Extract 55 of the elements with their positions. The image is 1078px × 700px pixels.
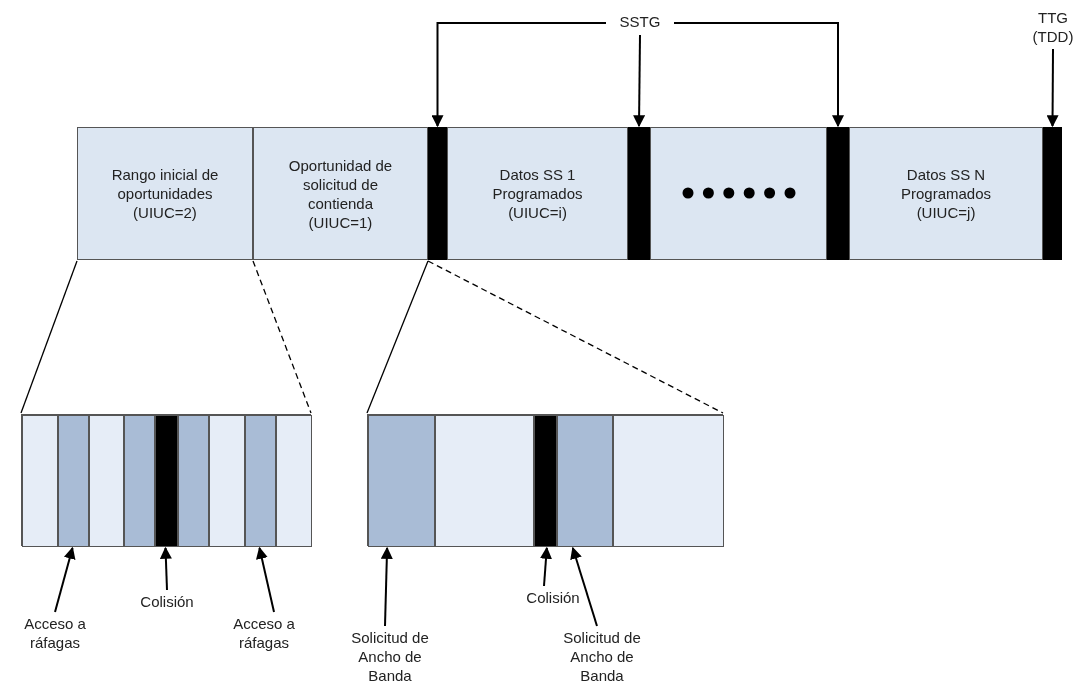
zoom-line	[20, 260, 78, 414]
slot	[557, 415, 613, 547]
label-text: Colisión	[139, 592, 195, 611]
arrow	[540, 546, 552, 587]
frame-segment	[849, 127, 1043, 260]
arrow	[1046, 48, 1059, 128]
arrow	[633, 34, 646, 128]
segment-label: (UIUC=2)	[133, 203, 197, 222]
frame-segment	[253, 127, 428, 260]
guard-bar	[1043, 127, 1062, 260]
segment-label: Datos SS 1 Programados	[491, 165, 584, 203]
label-text: Acceso a ráfagas	[23, 614, 87, 652]
segment-label: (UIUC=i)	[508, 203, 567, 222]
arrow	[159, 546, 172, 591]
label-text: Colisión	[525, 588, 581, 607]
segment-label: Datos SS N Programados	[899, 165, 992, 203]
frame-segment	[650, 127, 827, 260]
label-text: SSTG	[618, 12, 662, 31]
slot	[276, 415, 312, 547]
segment-label: (UIUC=j)	[916, 203, 976, 222]
slot	[58, 415, 89, 547]
subframe-strip	[367, 414, 723, 546]
slot	[22, 415, 58, 547]
frame-segment	[447, 127, 628, 260]
label-text: Acceso a ráfagas	[232, 614, 296, 652]
label-text: Solicitud de Ancho de Banda	[350, 628, 430, 685]
slot	[534, 415, 557, 547]
zoom-line	[366, 260, 429, 414]
slot	[209, 415, 245, 547]
arrow	[673, 22, 844, 128]
zoom-line	[427, 260, 724, 414]
arrow	[256, 546, 275, 613]
frame-segment	[77, 127, 253, 260]
segment-label: (UIUC=1)	[308, 212, 373, 232]
slot	[613, 415, 724, 547]
slot	[245, 415, 276, 547]
arrow	[431, 22, 607, 128]
zoom-line	[252, 260, 312, 414]
slot	[89, 415, 124, 547]
subframe-strip	[21, 414, 311, 546]
label-text: Solicitud de Ancho de Banda	[562, 628, 642, 685]
segment-label: Rango inicial de oportunidades	[110, 165, 220, 203]
arrow	[54, 546, 76, 613]
guard-bar	[827, 127, 849, 260]
slot	[124, 415, 155, 547]
arrow	[570, 546, 598, 627]
guard-bar	[428, 127, 447, 260]
guard-bar	[628, 127, 650, 260]
slot	[178, 415, 209, 547]
slot	[155, 415, 178, 547]
label-text: TTG (TDD)	[1031, 8, 1075, 46]
slot	[368, 415, 435, 547]
slot	[435, 415, 534, 547]
arrow	[380, 546, 393, 627]
segment-label: Oportunidad de solicitud de contienda	[287, 155, 394, 213]
